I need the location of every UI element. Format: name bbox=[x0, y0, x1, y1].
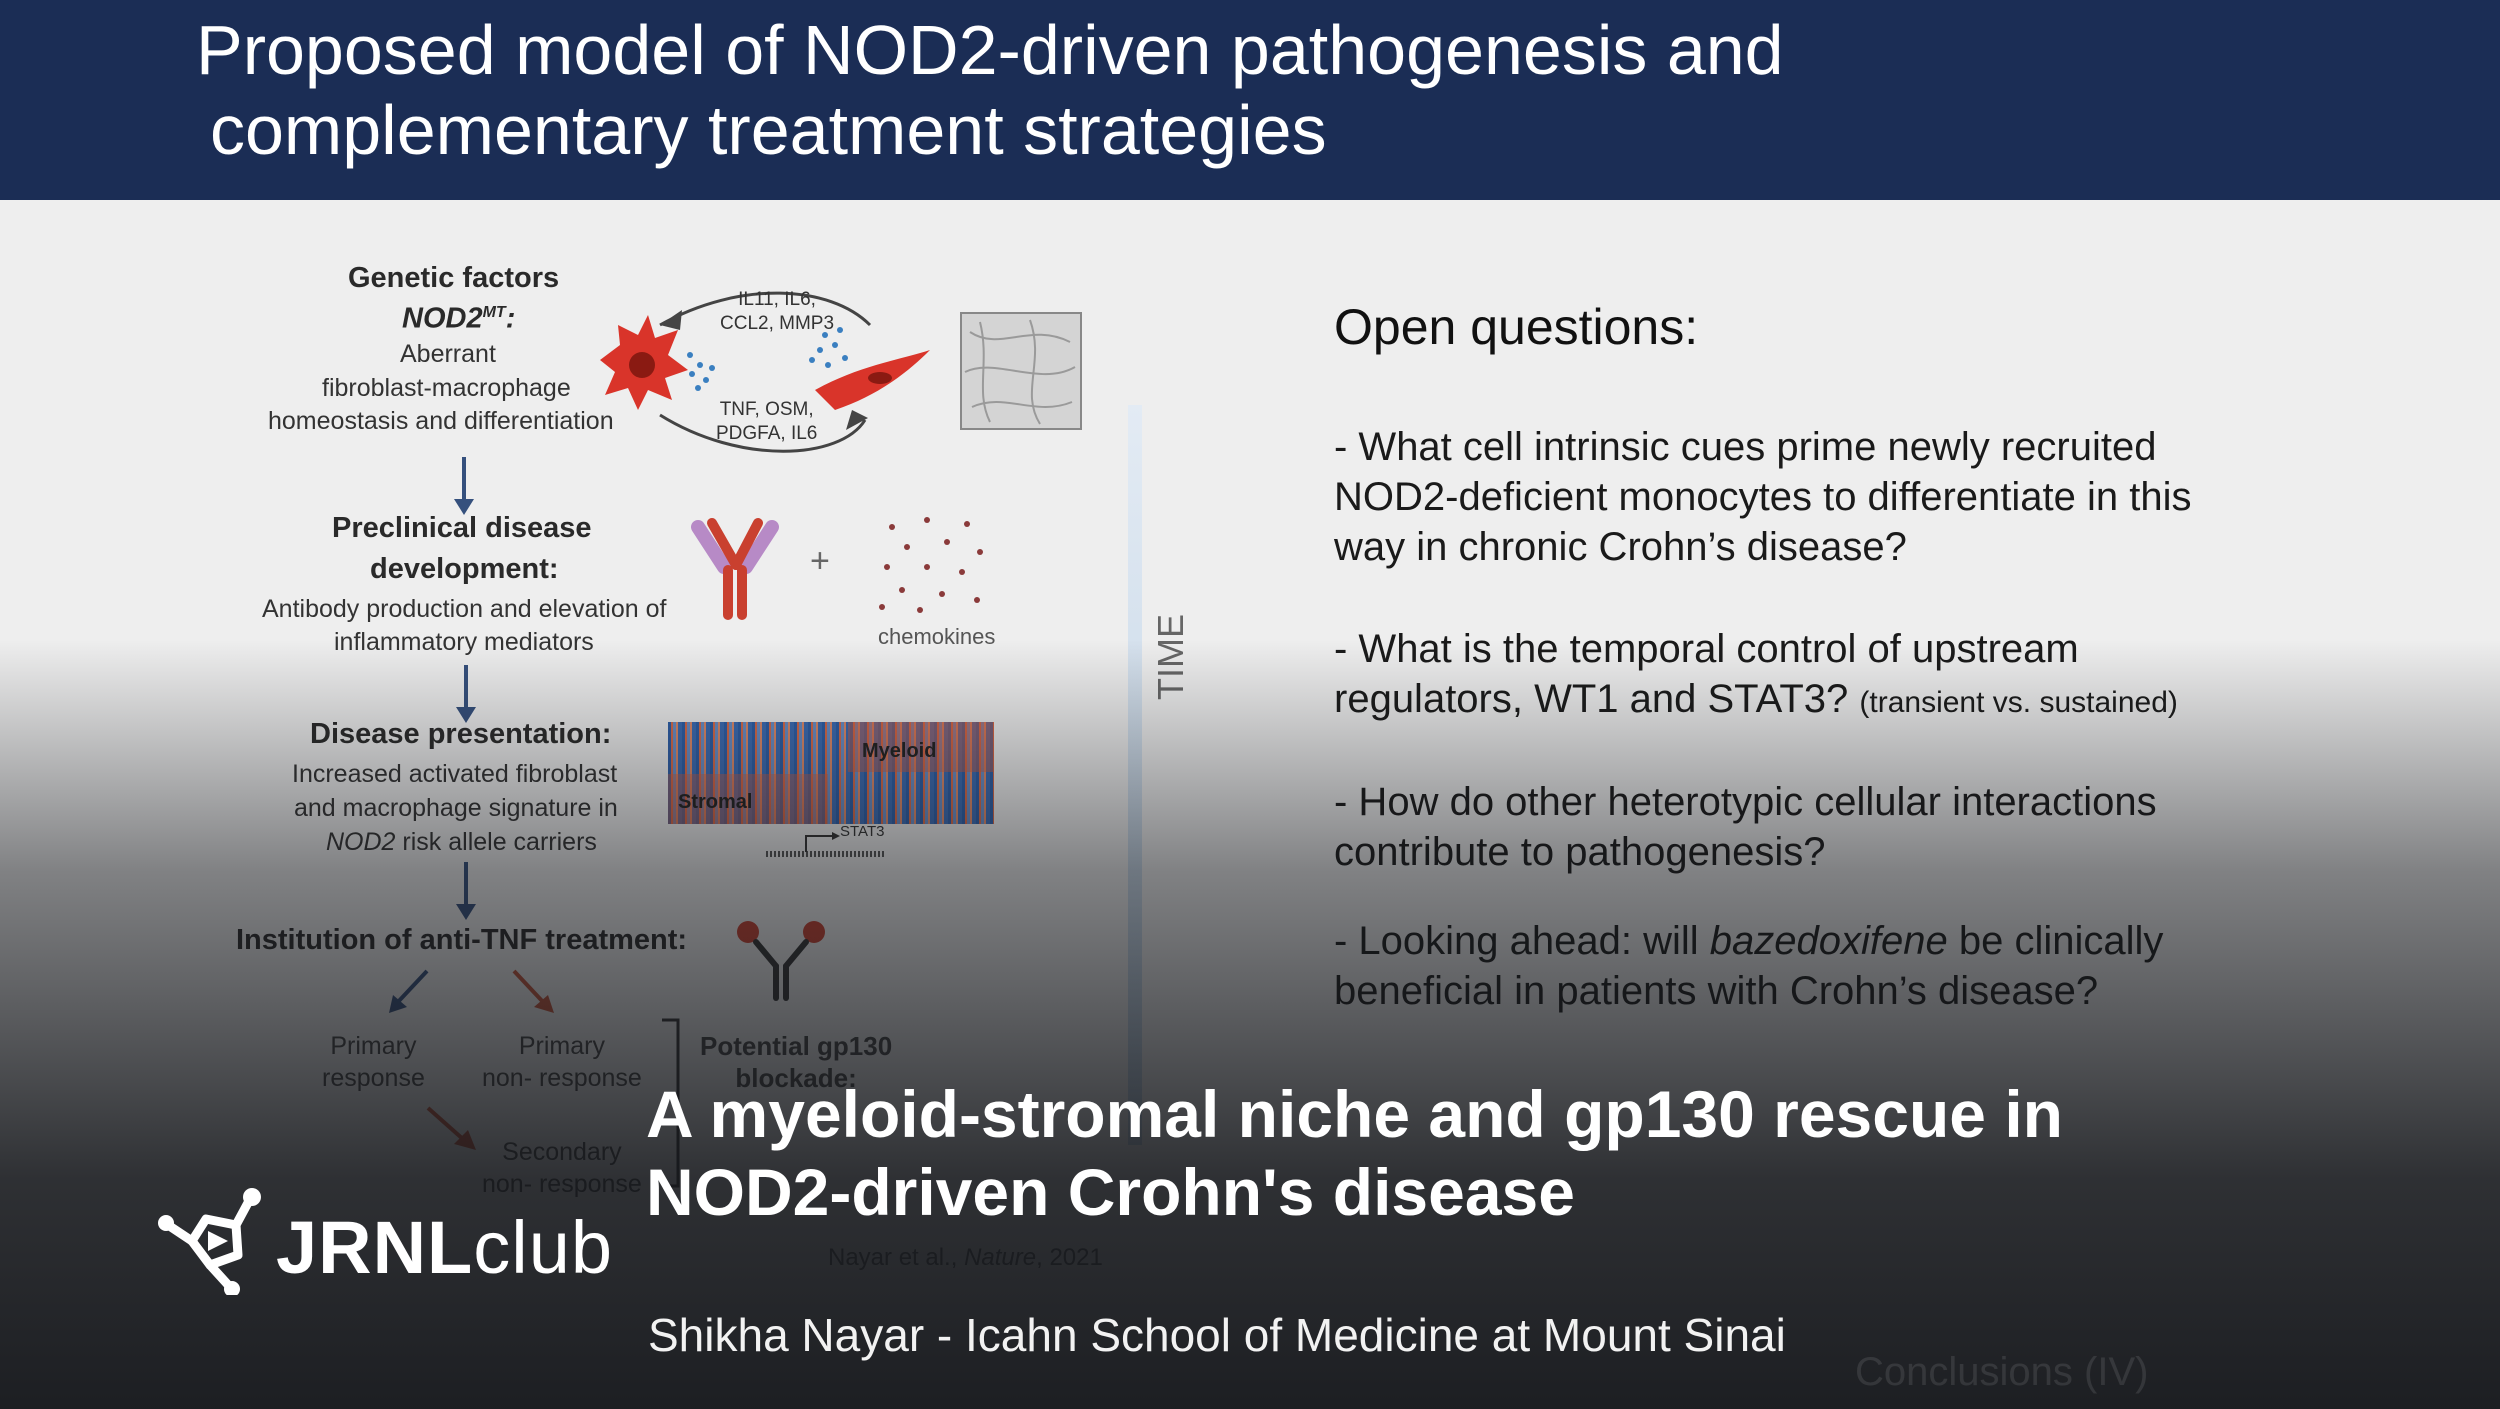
chemokines-label: chemokines bbox=[878, 624, 996, 649]
question-1: - What cell intrinsic cues prime newly r… bbox=[1334, 425, 2192, 569]
video-subtitle: Shikha Nayar - Icahn School of Medicine … bbox=[648, 1309, 1786, 1361]
aberrant-text: Aberrant bbox=[400, 340, 496, 368]
microscopy-image-icon bbox=[960, 312, 1082, 430]
branch-arrow-non-response bbox=[512, 969, 554, 1013]
heatmap-myeloid-label: Myeloid bbox=[862, 740, 937, 762]
presentation-desc-2: and macrophage signature in bbox=[294, 794, 618, 822]
cycle-arrow-top-head bbox=[660, 310, 682, 330]
cycle-arrow-top bbox=[659, 291, 872, 327]
flow-arrow-2 bbox=[456, 665, 476, 723]
presentation-desc-1: Increased activated fibroblast bbox=[292, 760, 618, 788]
fibroblast-macrophage-text: fibroblast-macrophage bbox=[322, 374, 571, 402]
chemokines-dots-icon bbox=[879, 517, 983, 613]
slide-title-line-2: complementary treatment strategies bbox=[210, 91, 1327, 169]
antibody-icon bbox=[691, 518, 779, 620]
branch-arrow-response bbox=[389, 969, 429, 1013]
stat3-label: STAT3 bbox=[840, 823, 885, 840]
cycle-arrow-bottom-head bbox=[846, 410, 868, 430]
question-2: - What is the temporal control of upstre… bbox=[1334, 627, 2178, 721]
question-4: - Looking ahead: will bazedoxifene be cl… bbox=[1334, 919, 2164, 1013]
heatmap-stromal-label: Stromal bbox=[678, 791, 753, 813]
citation-text: Nayar et al., Nature, 2021 bbox=[828, 1244, 1103, 1271]
preclinical-desc-1: Antibody production and elevation of bbox=[262, 595, 667, 623]
jrnl-club-logo-icon bbox=[158, 1188, 261, 1295]
secondary-arrow bbox=[426, 1106, 476, 1150]
disease-presentation-label: Disease presentation: bbox=[310, 718, 612, 750]
video-overlay-gradient bbox=[0, 640, 2500, 1409]
homeostasis-text: homeostasis and differentiation bbox=[268, 407, 614, 435]
flow-arrow-3 bbox=[456, 862, 476, 920]
cytokines-bottom-text: TNF, OSM,PDGFA, IL6 bbox=[716, 399, 818, 444]
flow-arrow-1 bbox=[454, 457, 474, 515]
genetic-factors-label: Genetic factors bbox=[348, 262, 560, 294]
plus-sign: + bbox=[810, 542, 830, 580]
video-title: A myeloid-stromal niche and gp130 rescue… bbox=[646, 1077, 2063, 1229]
cycle-arrow-bottom bbox=[659, 413, 867, 453]
cell-interaction-diagram bbox=[600, 291, 930, 453]
presentation-desc-3: NOD2 risk allele carriers bbox=[326, 828, 597, 856]
jrnl-club-wordmark: JRNLclub bbox=[276, 1206, 614, 1289]
cytokines-top-text: IL11, IL6,CCL2, MMP3 bbox=[720, 289, 835, 334]
preclinical-label-2: development: bbox=[370, 553, 559, 585]
anti-tnf-antibody-icon bbox=[737, 921, 825, 1001]
slide-title-bar: Proposed model of NOD2-driven pathogenes… bbox=[0, 0, 2500, 200]
macrophage-cell-icon bbox=[600, 315, 688, 410]
preclinical-desc-2: inflammatory mediators bbox=[334, 628, 594, 656]
open-questions-heading: Open questions: bbox=[1334, 299, 1699, 355]
anti-tnf-label: Institution of anti-TNF treatment: bbox=[236, 924, 688, 956]
fibroblast-cell-icon bbox=[815, 350, 930, 410]
nod2-mt-label: NOD2MT: bbox=[402, 302, 516, 335]
time-axis-bar bbox=[1128, 405, 1142, 1145]
slide-title-line-1: Proposed model of NOD2-driven pathogenes… bbox=[196, 11, 1784, 89]
ghost-nav-text: Conclusions (IV) bbox=[1855, 1350, 2149, 1394]
preclinical-label-1: Preclinical disease bbox=[332, 512, 592, 544]
question-3: - How do other heterotypic cellular inte… bbox=[1334, 780, 2157, 874]
secreted-factors-dots bbox=[687, 327, 848, 391]
time-axis-label: TIME bbox=[1150, 614, 1191, 700]
